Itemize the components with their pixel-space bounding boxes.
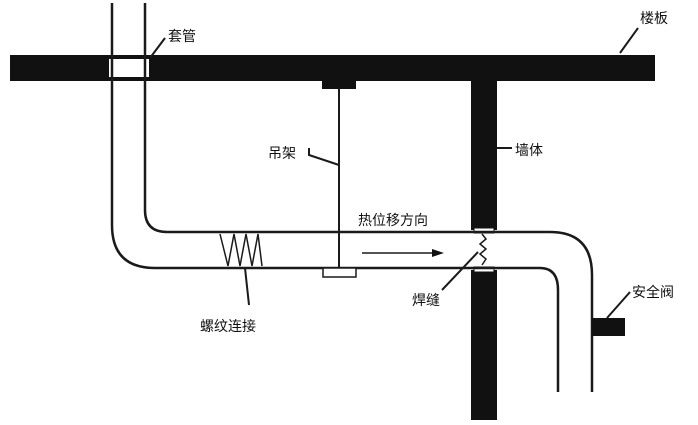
sleeve-label: 套管: [168, 29, 196, 45]
pipe-outer-wall: [110, 3, 560, 392]
hanger-top-plate: [322, 80, 356, 89]
floor-slab-label: 楼板: [640, 11, 668, 27]
thermal-direction-label: 热位移方向: [358, 213, 428, 229]
threaded-joint-label: 螺纹连接: [200, 319, 256, 335]
hanger-bottom-plate: [322, 267, 357, 278]
wall-upper: [471, 80, 497, 230]
safety-valve: [592, 318, 625, 336]
wall-label: 墙体: [515, 143, 543, 159]
sleeve: [107, 57, 151, 79]
threaded-joint-coil: [219, 233, 263, 267]
wall-lower: [471, 270, 497, 420]
hanger-label: 吊架: [268, 146, 296, 162]
weld-zigzag: [478, 233, 488, 266]
floor-slab: [10, 55, 655, 81]
safety-valve-label: 安全阀: [632, 285, 674, 301]
pipe-inner-wall: [143, 3, 594, 392]
leader-lines: [149, 27, 639, 319]
weld-label: 焊缝: [412, 293, 440, 309]
thermal-arrow-head: [432, 249, 444, 257]
